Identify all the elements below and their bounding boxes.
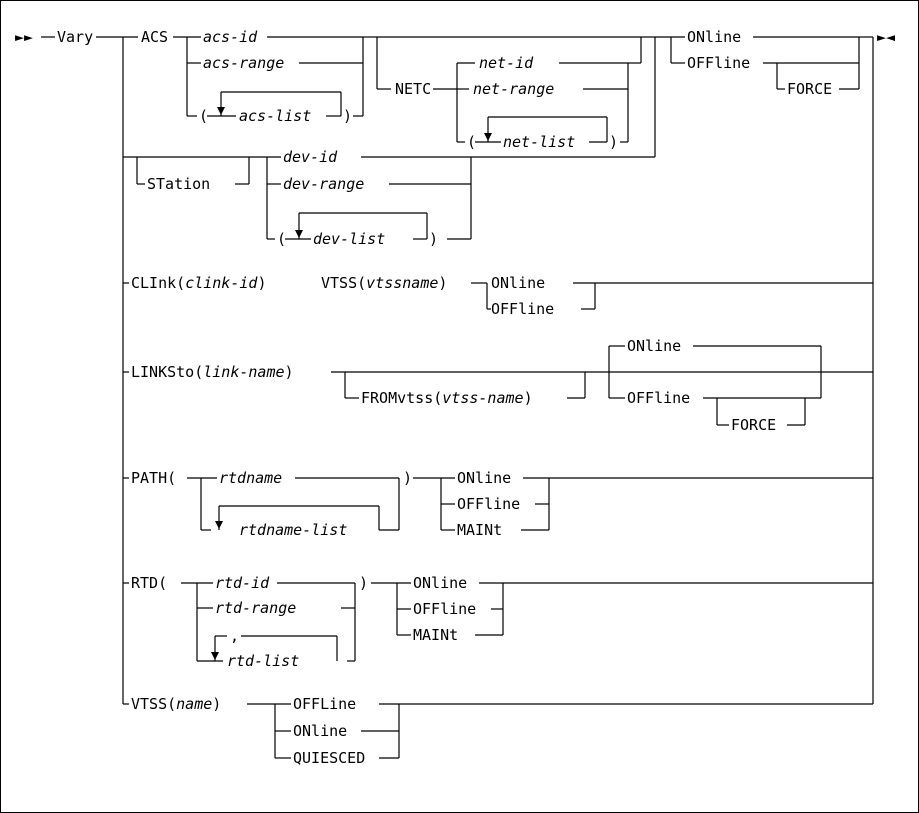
linksto-online: ONline (627, 337, 681, 355)
dev-id: dev-id (283, 148, 338, 166)
clink-offline: OFFline (491, 300, 554, 318)
clink-vtss-keyword: VTSS(vtssname) (321, 274, 447, 292)
acs-offline: OFFline (687, 54, 750, 72)
linksto-offline: OFFline (627, 389, 690, 407)
vtss-quiesced: QUIESCED (293, 749, 365, 767)
start-marker: ►► (15, 28, 33, 46)
net-id: net-id (479, 54, 534, 72)
end-marker: ►◄ (877, 28, 895, 46)
clink-online: ONline (491, 274, 545, 292)
net-list-close: ) (609, 133, 618, 151)
rtd-list: rtd-list (227, 652, 299, 670)
rtdname: rtdname (219, 469, 282, 487)
path-close: ) (403, 469, 412, 487)
rtd-offline: OFFline (413, 600, 476, 618)
dev-list: dev-list (313, 230, 385, 248)
rtd-online: ONline (413, 574, 467, 592)
net-range: net-range (473, 80, 554, 98)
clink-keyword: CLInk(clink-id) (131, 274, 266, 292)
acs-list: acs-list (239, 107, 311, 125)
net-list: net-list (503, 133, 575, 151)
dev-range: dev-range (283, 175, 364, 193)
linksto-keyword: LINKSto(link-name) (131, 363, 294, 381)
path-keyword: PATH( (131, 469, 176, 487)
acs-id: acs-id (203, 28, 258, 46)
rtd-close: ) (359, 574, 368, 592)
path-maint: MAINt (457, 521, 502, 539)
dev-list-close: ) (429, 230, 438, 248)
rtdname-list: rtdname-list (239, 521, 347, 539)
vtss-keyword: VTSS(name) (131, 695, 221, 713)
linksto-force: FORCE (731, 416, 776, 434)
syntax-lines (41, 36, 874, 759)
net-list-open: ( (467, 133, 476, 151)
acs-range: acs-range (203, 54, 284, 72)
vtss-online: ONline (293, 722, 347, 740)
acs-list-open: ( (199, 107, 208, 125)
acs-keyword: ACS (141, 28, 168, 46)
vary-keyword: Vary (57, 28, 93, 46)
rtd-maint: MAINt (413, 626, 458, 644)
path-offline: OFFline (457, 495, 520, 513)
station-keyword: STation (147, 175, 210, 193)
netc-keyword: NETC (395, 80, 431, 98)
syntax-labels: ►► Vary ►◄ ACS acs-id acs-range ( acs-li… (15, 28, 895, 767)
path-online: ONline (457, 469, 511, 487)
fromvtss-keyword: FROMvtss(vtss-name) (361, 389, 533, 407)
vtss-offline: OFFLine (293, 695, 356, 713)
rtd-keyword: RTD( (131, 574, 167, 592)
rtd-list-separator: , (230, 627, 239, 645)
dev-list-open: ( (277, 230, 286, 248)
rtd-id: rtd-id (215, 574, 270, 592)
acs-force: FORCE (787, 80, 832, 98)
acs-online: ONline (687, 28, 741, 46)
acs-list-close: ) (343, 107, 352, 125)
rtd-range: rtd-range (215, 599, 296, 617)
